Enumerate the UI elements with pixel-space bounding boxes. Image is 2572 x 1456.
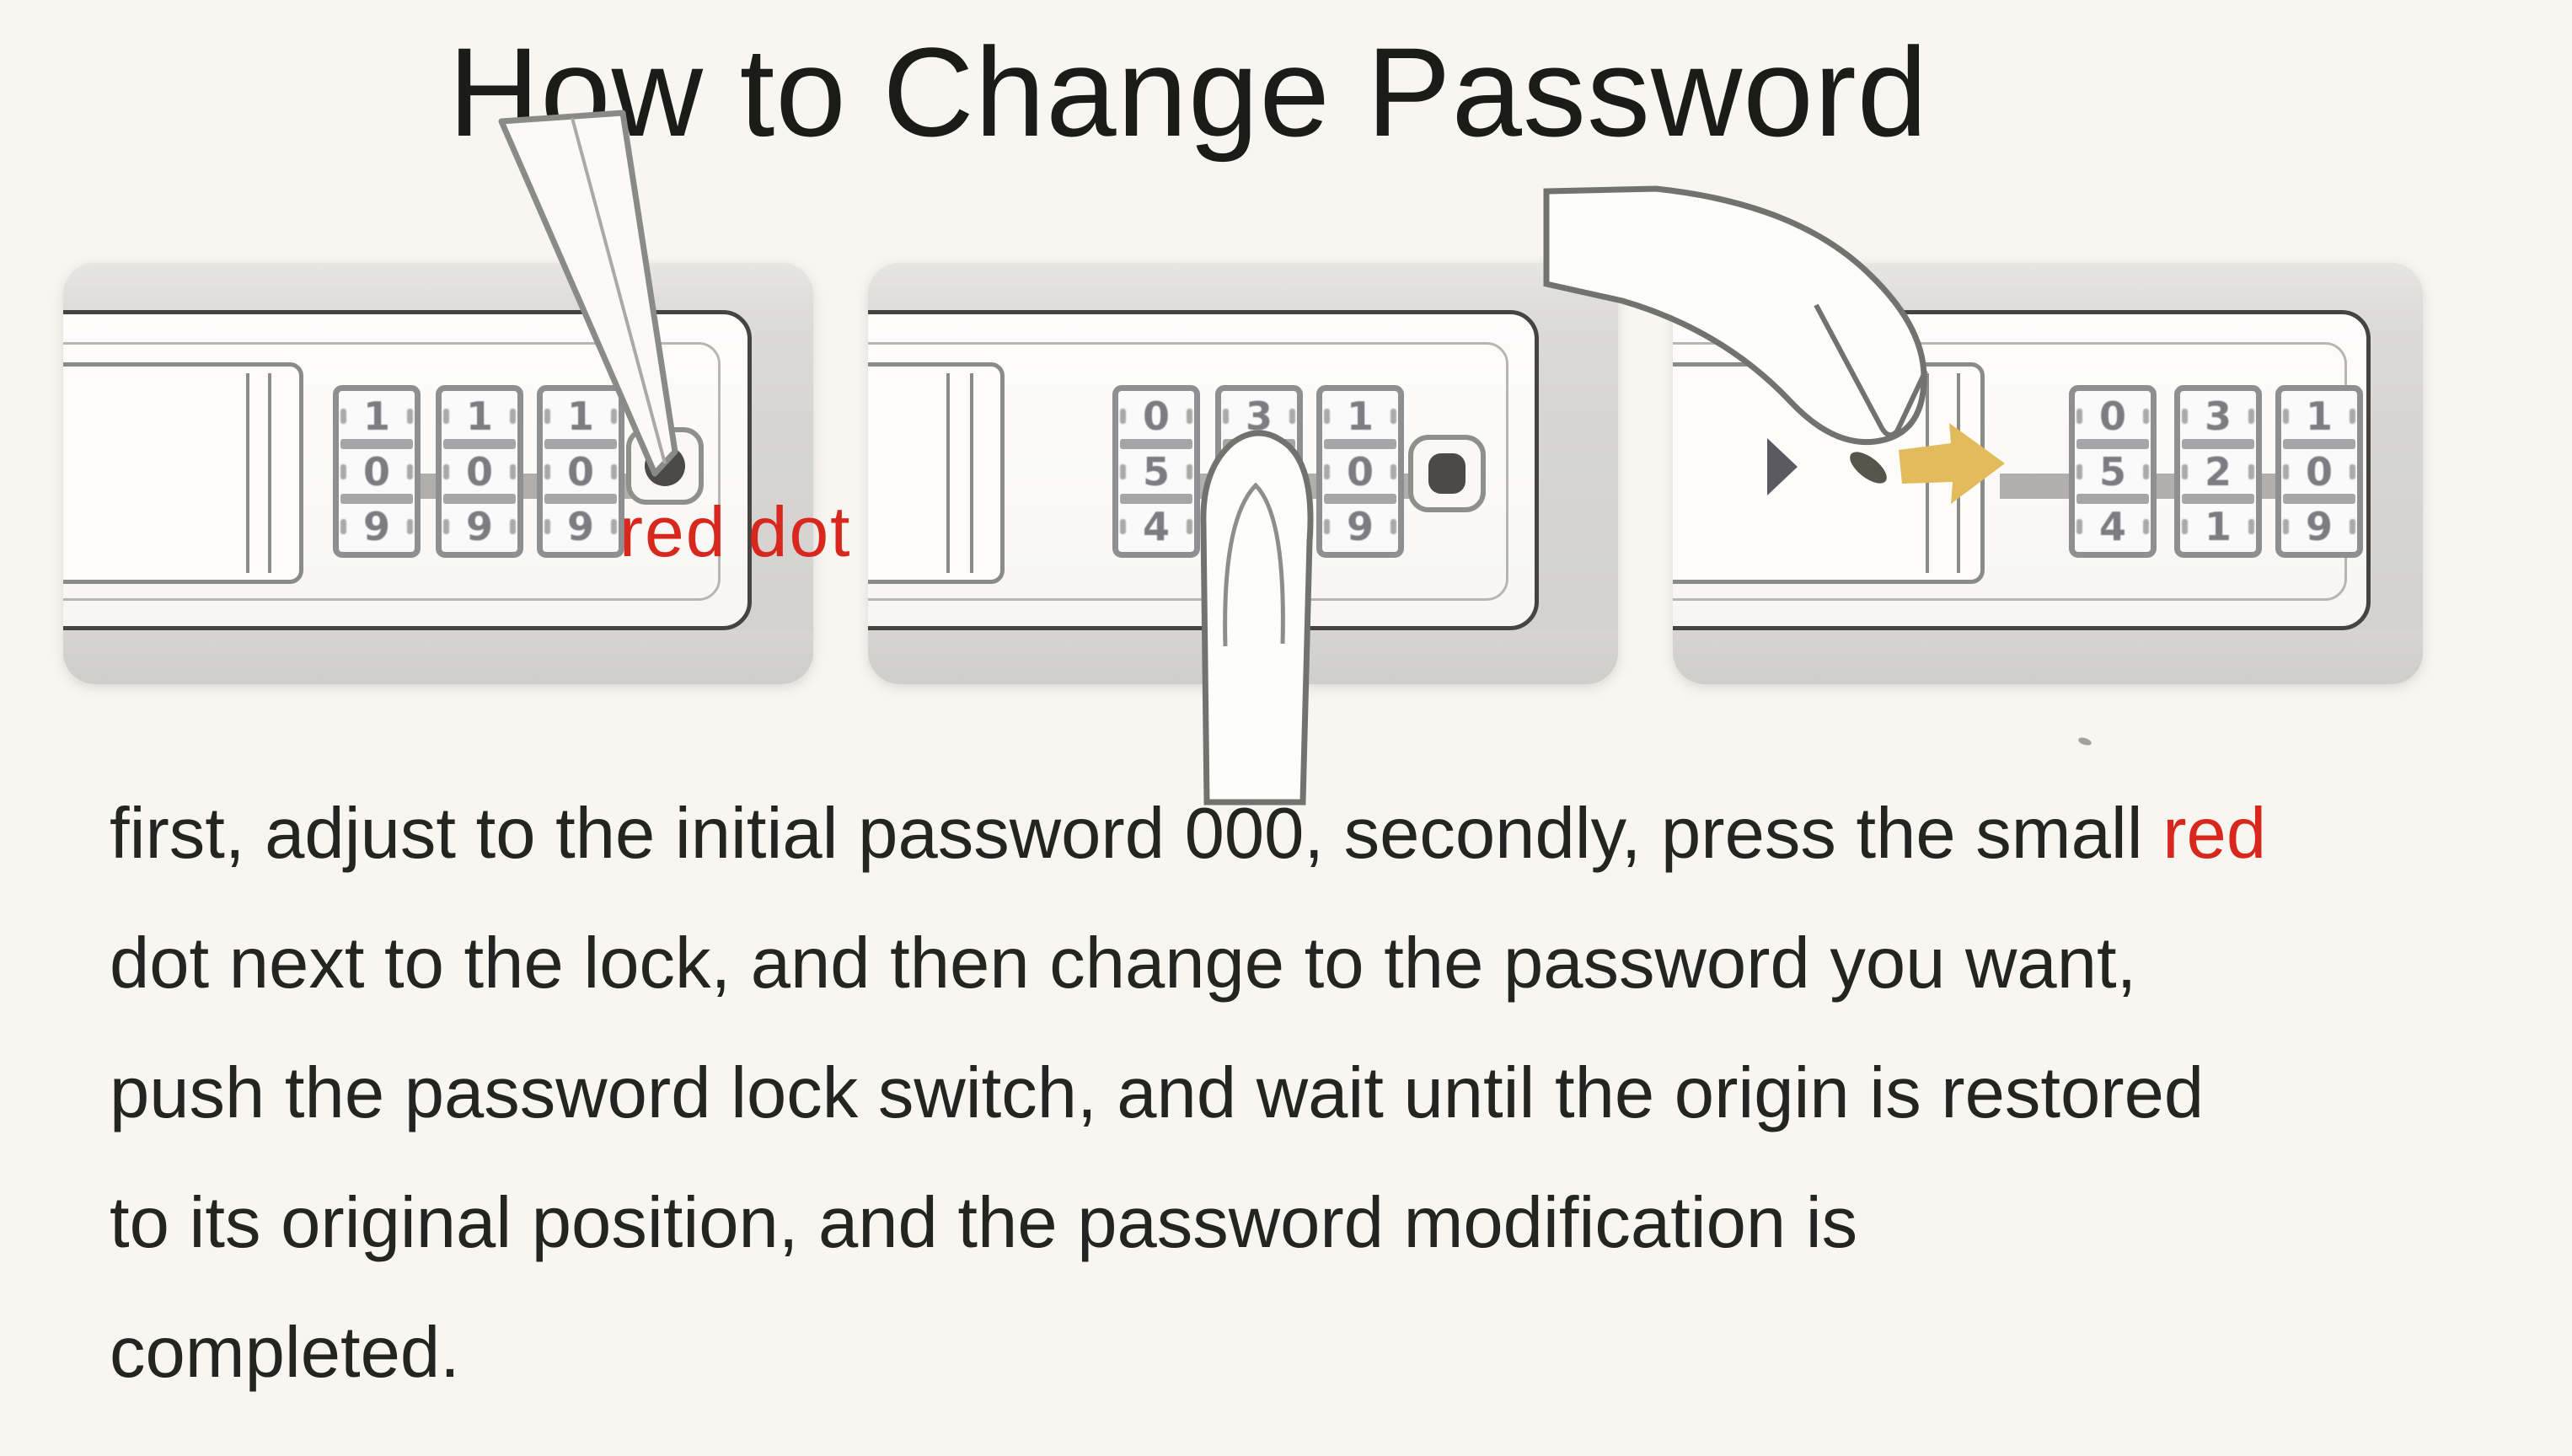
latch-slider: [868, 362, 1005, 584]
password-dial-2: 1 0 9: [436, 385, 523, 558]
dial-digit: 1: [2305, 393, 2333, 439]
password-dial-1: 1 0 9: [333, 385, 421, 558]
dial-divider: [2076, 438, 2149, 449]
dial-digit: 2: [2204, 448, 2232, 495]
dial-digit: 9: [2305, 504, 2333, 549]
password-dial-3: 1 0 9: [537, 385, 624, 558]
lock-top-band: [63, 263, 813, 310]
pointer-triangle-icon: [1767, 438, 1798, 495]
red-dot-icon: [645, 446, 685, 486]
dial-divider: [340, 494, 413, 505]
red-dot-icon: [1428, 453, 1466, 494]
dial-digit: 3: [1245, 393, 1273, 439]
step-2-illustration: 0 5 4 3 2 1 1 0 9: [868, 263, 1618, 806]
dial-divider: [443, 494, 516, 505]
lock-panel: 0 5 4 3 2 1 1 0 9: [1673, 263, 2423, 684]
instruction-red-word: red: [2162, 794, 2267, 874]
page-title: How to Change Password: [447, 21, 1929, 163]
password-dial-1: 0 5 4: [2069, 385, 2157, 558]
instruction-line-4: to its original position, and the passwo…: [110, 1183, 1858, 1263]
dial-digit: 5: [1142, 448, 1170, 495]
dust-speck: [2077, 736, 2092, 747]
step-3-illustration: 0 5 4 3 2 1 1 0 9: [1543, 185, 2423, 684]
dial-divider: [2283, 438, 2355, 449]
reset-dot-button: [1408, 435, 1486, 512]
dial-digit: 0: [566, 448, 594, 495]
dial-divider: [1223, 494, 1295, 505]
latch-grip-line: [946, 373, 950, 573]
dial-digit: 1: [362, 393, 390, 439]
dial-digit: 2: [1245, 448, 1273, 495]
instruction-text: first, adjust to the initial password 00…: [110, 794, 2163, 874]
dial-digit: 0: [362, 448, 390, 495]
dial-digit: 0: [1346, 448, 1374, 495]
password-dial-3: 1 0 9: [2275, 385, 2363, 558]
instruction-line-2: dot next to the lock, and then change to…: [110, 923, 2137, 1004]
dial-divider: [1324, 438, 1396, 449]
dial-divider: [1120, 494, 1192, 505]
dial-divider: [443, 438, 516, 449]
dial-axle: [2000, 474, 2076, 499]
dial-divider: [340, 438, 413, 449]
lock-top-band: [1673, 263, 2423, 310]
lock-bottom-band: [868, 630, 1618, 684]
dial-divider: [544, 494, 617, 505]
dial-digit: 0: [2098, 393, 2126, 439]
dial-divider: [2283, 494, 2355, 505]
instruction-line-3: push the password lock switch, and wait …: [110, 1053, 2205, 1133]
lock-bottom-band: [1673, 630, 2423, 684]
dial-digit: 0: [1142, 393, 1170, 439]
dial-digit: 9: [362, 504, 390, 549]
dial-digit: 1: [566, 393, 594, 439]
dial-digit: 1: [465, 393, 493, 439]
dial-digit: 9: [465, 504, 493, 549]
dial-digit: 1: [2204, 504, 2232, 549]
dial-divider: [1120, 438, 1192, 449]
dial-digit: 4: [1142, 504, 1170, 549]
dial-divider: [2076, 494, 2149, 505]
lock-face-inset: [868, 342, 1508, 601]
latch-grip-line: [970, 373, 973, 573]
dial-digit: 9: [566, 504, 594, 549]
step-1-illustration: 1 0 9 1 0 9 1 0 9: [63, 110, 813, 684]
dial-divider: [1324, 494, 1396, 505]
dial-digit: 4: [2098, 504, 2126, 549]
instruction-line-5: completed.: [110, 1313, 460, 1393]
red-dot-label: red dot: [619, 492, 852, 571]
password-dial-1: 0 5 4: [1112, 385, 1200, 558]
latch-slider: [1673, 362, 1985, 584]
lock-face-inset: [63, 342, 721, 601]
dial-digit: 5: [2098, 448, 2126, 495]
instruction-line-1: first, adjust to the initial password 00…: [110, 784, 2266, 885]
dial-digit: 1: [1346, 393, 1374, 439]
password-dial-3: 1 0 9: [1316, 385, 1404, 558]
latch-slider: [63, 362, 303, 584]
password-dial-2: 3 2 1: [1215, 385, 1303, 558]
latch-grip-line: [1957, 373, 1960, 573]
latch-grip-line: [1926, 373, 1929, 573]
latch-grip-line: [268, 373, 271, 573]
dial-divider: [1223, 438, 1295, 449]
dial-digit: 1: [1245, 504, 1273, 549]
latch-grip-line: [246, 373, 249, 573]
lock-panel: 1 0 9 1 0 9 1 0 9: [63, 263, 813, 684]
dial-digit: 9: [1346, 504, 1374, 549]
dial-divider: [2182, 438, 2254, 449]
dial-digit: 0: [465, 448, 493, 495]
dial-digit: 3: [2204, 393, 2232, 439]
dial-divider: [2182, 494, 2254, 505]
dial-divider: [544, 438, 617, 449]
lock-top-band: [868, 263, 1618, 310]
lock-panel: 0 5 4 3 2 1 1 0 9: [868, 263, 1618, 684]
lock-bottom-band: [63, 630, 813, 684]
password-dial-2: 3 2 1: [2174, 385, 2262, 558]
dial-digit: 0: [2305, 448, 2333, 495]
